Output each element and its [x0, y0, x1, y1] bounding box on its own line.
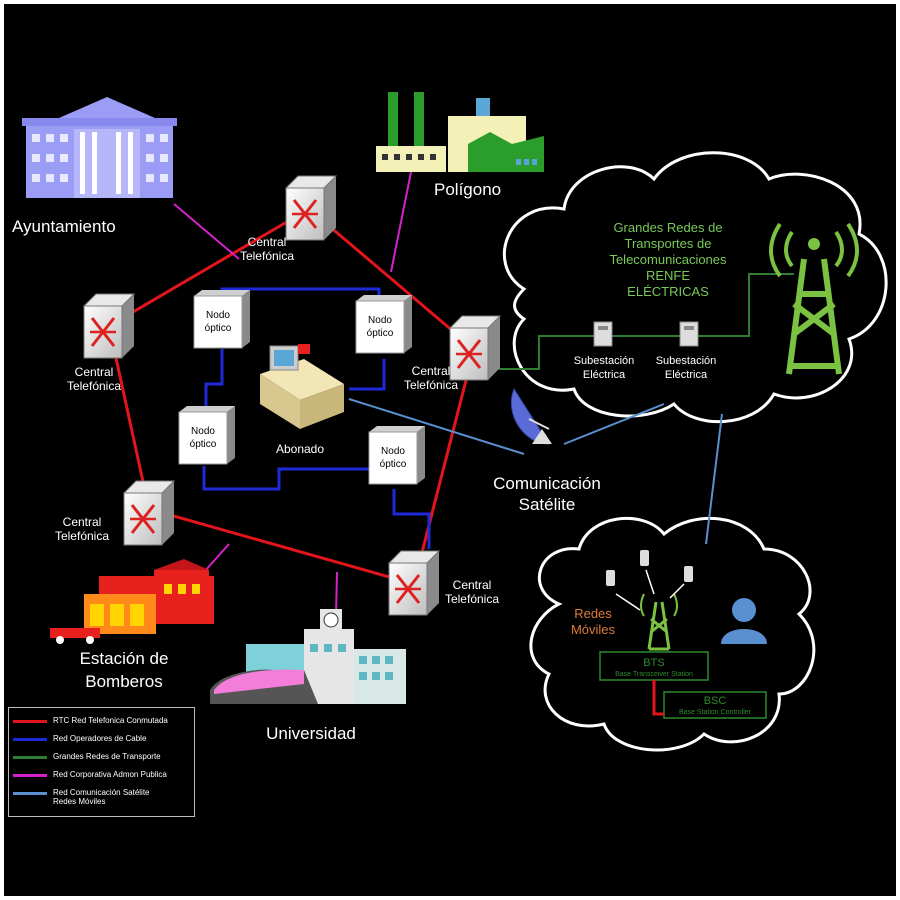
corporativa-link	[390, 171, 412, 273]
ayuntamiento-building	[22, 97, 177, 198]
legend-swatch	[13, 756, 47, 759]
legend-swatch	[13, 720, 47, 723]
legend-item: Grandes Redes de Transporte	[13, 752, 161, 764]
central-telefonica-switch	[82, 293, 136, 359]
label-universidad: Universidad	[266, 724, 356, 743]
cable-link	[202, 466, 369, 491]
bts-bsc-link	[652, 680, 664, 716]
legend-label: Red Operadores de Cable	[53, 734, 147, 743]
corporativa-link	[203, 543, 230, 573]
university-building	[210, 609, 406, 704]
fire-station-building	[50, 559, 214, 644]
substation-icon-1	[593, 321, 613, 347]
central-switches	[82, 175, 502, 616]
cable-link	[204, 349, 224, 414]
legend-item: Red Comunicación Satélite Redes Móviles	[13, 788, 150, 806]
legend-swatch	[13, 738, 47, 741]
corporativa-link	[173, 203, 240, 260]
transporte-link	[698, 273, 794, 337]
mobile-phone-icons	[606, 550, 693, 611]
rtc-link	[308, 207, 475, 351]
cable-link	[392, 489, 431, 549]
abonado-workstation	[260, 344, 344, 429]
bsc-sublabel: Base Station Controller	[679, 709, 752, 716]
substation-icon-2	[679, 321, 699, 347]
label-abonado: Abonado	[276, 442, 324, 456]
central-telefonica-switch	[122, 480, 176, 546]
legend-label: RTC Red Telefonica Conmutada	[53, 716, 168, 725]
bts-label: BTS	[643, 657, 664, 669]
rtc-link	[108, 207, 310, 328]
legend: RTC Red Telefonica Conmutada Red Operado…	[8, 707, 195, 817]
bts-sublabel: Base Transceiver Station	[615, 671, 693, 678]
bsc-box	[663, 691, 767, 719]
satelite-link	[348, 398, 525, 455]
satellite-dish	[510, 387, 552, 445]
legend-item: Red Corporativa Admon Publica	[13, 770, 167, 782]
legend-label: Grandes Redes de Transporte	[53, 752, 161, 761]
label-ayuntamiento: Ayuntamiento	[12, 217, 116, 236]
legend-swatch	[13, 774, 47, 777]
central-telefonica-switch	[387, 550, 441, 616]
central-telefonica-switch	[448, 315, 502, 381]
user-icon	[721, 598, 767, 644]
legend-label: Red Corporativa Admon Publica	[53, 770, 167, 779]
transporte-link	[499, 335, 594, 370]
central-telefonica-switch	[284, 175, 338, 241]
bsc-label: BSC	[704, 695, 727, 707]
label-poligono: Polígono	[434, 180, 501, 199]
satelite-link	[563, 403, 665, 445]
legend-swatch	[13, 792, 47, 795]
rtc-link	[148, 507, 415, 586]
satelite-link	[705, 413, 723, 545]
legend-label: Red Comunicación Satélite Redes Móviles	[53, 788, 150, 806]
legend-item: RTC Red Telefonica Conmutada	[13, 716, 168, 728]
transport-tower-icon	[769, 222, 859, 375]
bts-tower-icon	[640, 593, 678, 651]
rtc-link	[412, 348, 476, 585]
cable-link	[349, 359, 386, 391]
legend-item: Red Operadores de Cable	[13, 734, 146, 746]
factory-building	[376, 92, 544, 172]
corporativa-link	[335, 571, 338, 617]
